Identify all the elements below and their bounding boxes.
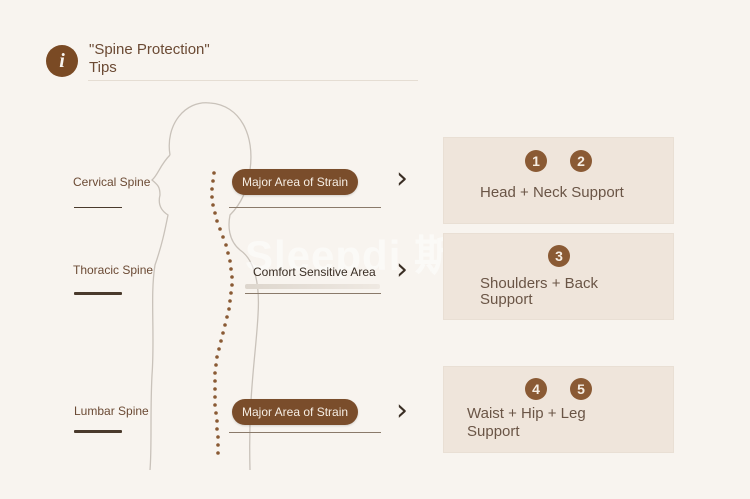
cervical-spine-label: Cervical Spine — [73, 175, 151, 189]
info-icon: i — [46, 45, 78, 77]
number-badge: 3 — [548, 245, 570, 267]
number-badge: 1 — [525, 150, 547, 172]
upper-area-rule — [229, 207, 381, 208]
spine-dots — [210, 171, 234, 455]
thoracic-tick — [74, 292, 122, 295]
number-badge: 4 — [525, 378, 547, 400]
number-badge: 2 — [570, 150, 592, 172]
chevron-right-icon: › — [396, 252, 408, 287]
lower-area-rule — [229, 432, 381, 433]
support-card-head-neck: 1 2 Head + Neck Support — [443, 137, 674, 224]
chevron-right-icon: › — [396, 161, 408, 196]
card-text: Head + Neck Support — [480, 184, 624, 201]
card-text-line-1: Shoulders + Back — [480, 275, 598, 292]
card-text: Waist + Hip + Leg Support — [467, 406, 586, 440]
page-title: "Spine Protection" Tips — [89, 41, 210, 77]
number-badge: 5 — [570, 378, 592, 400]
lumbar-tick — [74, 430, 122, 433]
comfort-area-label: Comfort Sensitive Area — [253, 265, 376, 279]
card-text-line-1: Waist + Hip + Leg — [467, 405, 586, 422]
title-line-1: "Spine Protection" — [89, 41, 210, 58]
thoracic-spine-label: Thoracic Spine — [73, 263, 154, 277]
card-text: Shoulders + Back Support — [480, 276, 598, 308]
title-line-2: Tips — [89, 59, 117, 76]
card-text-line-2: Support — [467, 423, 520, 440]
support-card-shoulders-back: 3 Shoulders + Back Support — [443, 233, 674, 320]
major-strain-badge-lower: Major Area of Strain — [232, 399, 359, 425]
body-silhouette-illustration — [149, 102, 260, 470]
comfort-area-bar — [245, 284, 380, 289]
header-divider — [88, 80, 418, 81]
support-card-waist-hip-leg: 4 5 Waist + Hip + Leg Support — [443, 366, 674, 453]
middle-area-rule — [245, 293, 381, 294]
cervical-tick — [74, 207, 122, 208]
card-text-line-2: Support — [480, 291, 533, 308]
chevron-right-icon: › — [396, 393, 408, 428]
major-strain-badge-upper: Major Area of Strain — [232, 169, 359, 195]
lumbar-spine-label: Lumbar Spine — [74, 404, 149, 418]
